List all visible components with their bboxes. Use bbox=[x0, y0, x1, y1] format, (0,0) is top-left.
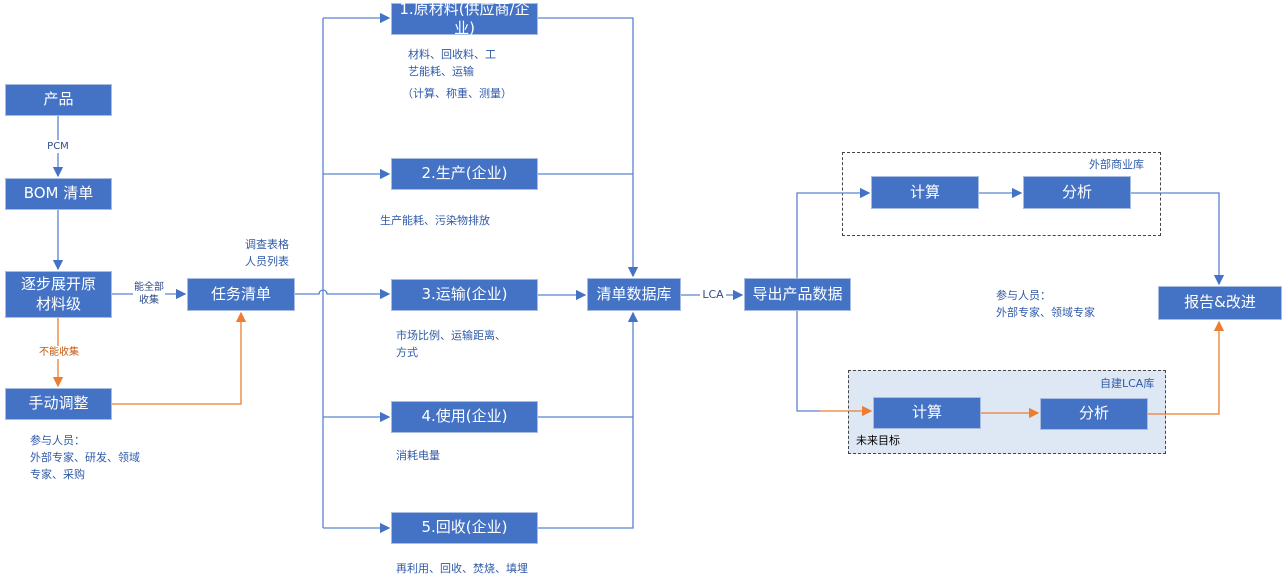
stage-transport[interactable]: 3.运输(企业) bbox=[391, 279, 538, 311]
note-line: 市场比例、运输距离、 bbox=[396, 329, 506, 342]
manual-adjust-box[interactable]: 手动调整 bbox=[5, 388, 112, 420]
analysis-future-box[interactable]: 分析 bbox=[1040, 398, 1148, 430]
bom-box[interactable]: BOM 清单 bbox=[5, 178, 112, 210]
stage-raw-materials-notes: 材料、回收料、工 艺能耗、运输 （计算、称重、测量） bbox=[402, 46, 512, 102]
calc-box[interactable]: 计算 bbox=[871, 176, 979, 209]
participants-line: 专家、采购 bbox=[30, 468, 85, 481]
cannot-collect-label: 不能收集 bbox=[36, 346, 82, 359]
survey-line: 人员列表 bbox=[245, 255, 289, 268]
task-list-box[interactable]: 任务清单 bbox=[187, 278, 295, 311]
right-participants: 参与人员： 外部专家、领域专家 bbox=[996, 287, 1095, 321]
pcm-label: PCM bbox=[44, 140, 72, 153]
calc-future-box[interactable]: 计算 bbox=[873, 397, 981, 429]
stage-recycling[interactable]: 5.回收(企业) bbox=[391, 512, 538, 544]
note-line: 生产能耗、污染物排放 bbox=[380, 214, 490, 227]
participants-line: 参与人员： bbox=[996, 289, 1051, 302]
survey-notes: 调查表格 人员列表 bbox=[245, 236, 289, 270]
lca-label: LCA bbox=[700, 288, 726, 301]
survey-line: 调查表格 bbox=[245, 238, 289, 251]
stage-raw-materials[interactable]: 1.原材料(供应商/企业) bbox=[391, 0, 538, 37]
left-participants: 参与人员： 外部专家、研发、领域 专家、采购 bbox=[30, 432, 140, 483]
export-product-data-box[interactable]: 导出产品数据 bbox=[744, 278, 851, 311]
expand-materials-box[interactable]: 逐步展开原材料级 bbox=[5, 271, 112, 318]
stage-production-notes: 生产能耗、污染物排放 bbox=[380, 212, 490, 229]
note-line: （计算、称重、测量） bbox=[402, 87, 512, 100]
product-box[interactable]: 产品 bbox=[5, 84, 112, 116]
analysis-box[interactable]: 分析 bbox=[1023, 176, 1131, 209]
external-library-group bbox=[842, 152, 1161, 236]
stage-use[interactable]: 4.使用(企业) bbox=[391, 401, 538, 433]
participants-line: 外部专家、领域专家 bbox=[996, 306, 1095, 319]
self-library-label: 自建LCA库 bbox=[1100, 377, 1155, 390]
note-line: 消耗电量 bbox=[396, 449, 440, 462]
can-collect-label: 能全部收集 bbox=[133, 281, 165, 307]
participants-line: 参与人员： bbox=[30, 434, 85, 447]
report-improve-box[interactable]: 报告&改进 bbox=[1158, 286, 1282, 320]
stage-use-notes: 消耗电量 bbox=[396, 447, 440, 464]
future-goal-label: 未来目标 bbox=[856, 434, 900, 447]
external-library-label: 外部商业库 bbox=[1089, 158, 1144, 171]
stage-production[interactable]: 2.生产(企业) bbox=[391, 158, 538, 190]
note-line: 方式 bbox=[396, 346, 418, 359]
note-line: 艺能耗、运输 bbox=[408, 65, 474, 78]
participants-line: 外部专家、研发、领域 bbox=[30, 451, 140, 464]
inventory-database-box[interactable]: 清单数据库 bbox=[587, 278, 681, 311]
stage-transport-notes: 市场比例、运输距离、 方式 bbox=[396, 327, 506, 361]
stage-recycling-notes: 再利用、回收、焚烧、填埋 bbox=[396, 560, 528, 577]
note-line: 材料、回收料、工 bbox=[408, 48, 496, 61]
note-line: 再利用、回收、焚烧、填埋 bbox=[396, 562, 528, 575]
